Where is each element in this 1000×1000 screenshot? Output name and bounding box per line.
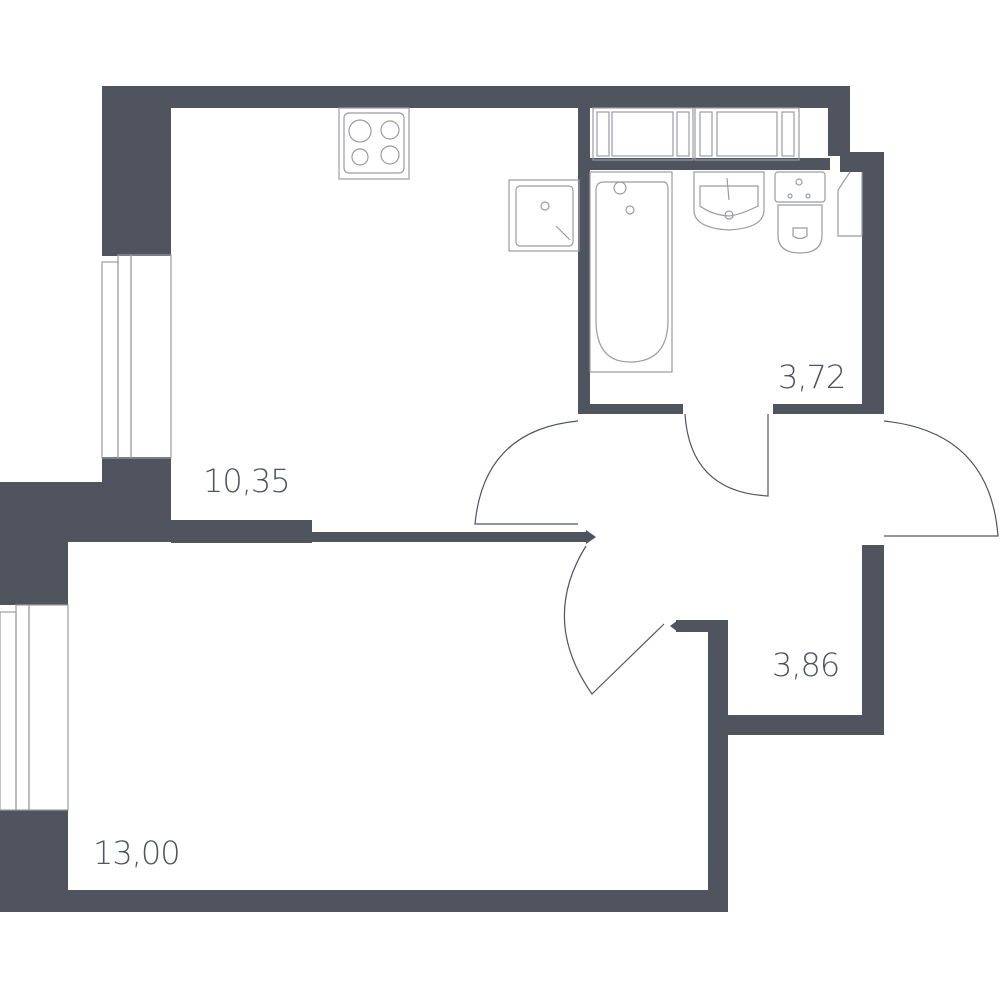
hallway-area-label: 3,86: [772, 646, 840, 684]
bathtub-icon: [589, 171, 673, 373]
windows: [0, 254, 172, 811]
stove-icon: [338, 107, 410, 180]
bathroom-door-icon: [684, 413, 769, 497]
bedroom-area-label: 13,00: [93, 834, 181, 872]
wardrobe-icon: [592, 107, 800, 161]
toilet-icon: [774, 171, 826, 254]
door-swings: [474, 413, 999, 695]
kitchen-door-icon: [474, 420, 579, 525]
bathroom-area-label: 3,72: [778, 358, 846, 396]
entrance-door-icon: [883, 420, 999, 537]
walls: [0, 86, 884, 912]
fixtures: [338, 107, 863, 373]
kitchen-sink-icon: [508, 179, 580, 252]
bedroom-door-icon: [563, 545, 665, 695]
kitchen-area-label: 10,35: [203, 462, 291, 500]
washbasin-icon: [693, 171, 765, 231]
cabinet-icon: [837, 171, 863, 237]
